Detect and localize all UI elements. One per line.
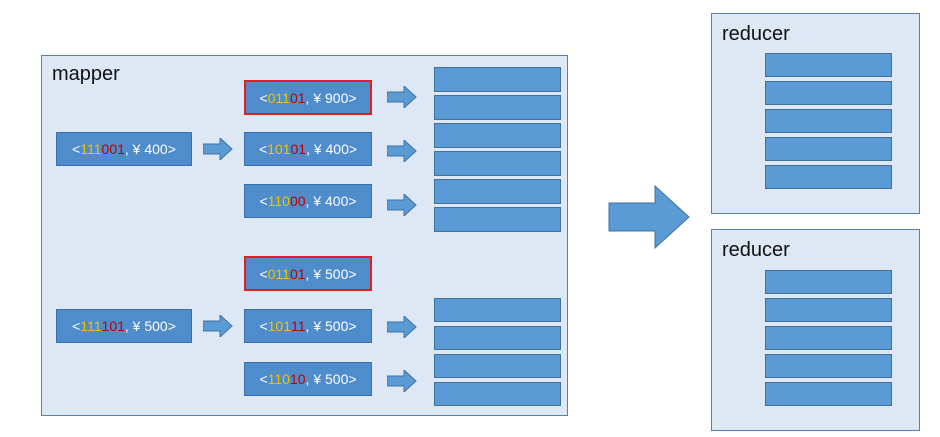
mapper-bar bbox=[434, 326, 561, 350]
reducer-bar bbox=[765, 53, 892, 77]
arrow-right-icon bbox=[387, 86, 417, 108]
bits-red: 01 bbox=[289, 265, 306, 282]
arrow-right-icon bbox=[203, 138, 233, 160]
bits-red: 01 bbox=[289, 89, 306, 106]
bits-red: 00 bbox=[289, 193, 306, 209]
arrow-right-icon bbox=[387, 316, 417, 338]
mapper-bar bbox=[434, 123, 561, 148]
bits-red: 01 bbox=[290, 141, 307, 157]
bits-yellow: 011 bbox=[267, 89, 290, 106]
reducer-bar bbox=[765, 382, 892, 406]
reducer-bar bbox=[765, 137, 892, 161]
reducer-bar bbox=[765, 326, 892, 350]
large-arrow-right-icon bbox=[608, 185, 690, 249]
mapper-bar bbox=[434, 298, 561, 322]
reducer-bar bbox=[765, 298, 892, 322]
mapper-bar bbox=[434, 382, 561, 406]
reducer-bar bbox=[765, 81, 892, 105]
arrow-right-icon bbox=[203, 315, 233, 337]
reducer-bar bbox=[765, 270, 892, 294]
reducer-bar bbox=[765, 109, 892, 133]
reducer-bar bbox=[765, 165, 892, 189]
arrow-right-icon bbox=[387, 194, 417, 216]
mapper-bar bbox=[434, 67, 561, 92]
mapper-bar bbox=[434, 207, 561, 232]
bits-yellow: 111 bbox=[80, 141, 102, 157]
reducer-title-2: reducer bbox=[722, 239, 790, 261]
mapper-bar bbox=[434, 354, 561, 378]
bits-red: 001 bbox=[101, 141, 125, 157]
mapper-bar bbox=[434, 95, 561, 120]
arrow-right-icon bbox=[387, 370, 417, 392]
reducer-bar bbox=[765, 354, 892, 378]
arrow-right-icon bbox=[387, 140, 417, 162]
bits-yellow: 101 bbox=[267, 141, 291, 157]
mapper-title: mapper bbox=[52, 63, 120, 85]
mapper-bar bbox=[434, 151, 561, 176]
bits-yellow: 011 bbox=[267, 265, 290, 282]
bits-red: 11 bbox=[291, 318, 306, 334]
bits-yellow: 110 bbox=[267, 193, 290, 209]
bits-red: 10 bbox=[289, 371, 306, 387]
reducer-title-1: reducer bbox=[722, 23, 790, 45]
bits-yellow: 111 bbox=[80, 318, 102, 334]
mapper-bar bbox=[434, 179, 561, 204]
bits-yellow: 110 bbox=[267, 371, 290, 387]
bits-red: 101 bbox=[101, 318, 125, 334]
bits-yellow: 101 bbox=[267, 318, 291, 334]
